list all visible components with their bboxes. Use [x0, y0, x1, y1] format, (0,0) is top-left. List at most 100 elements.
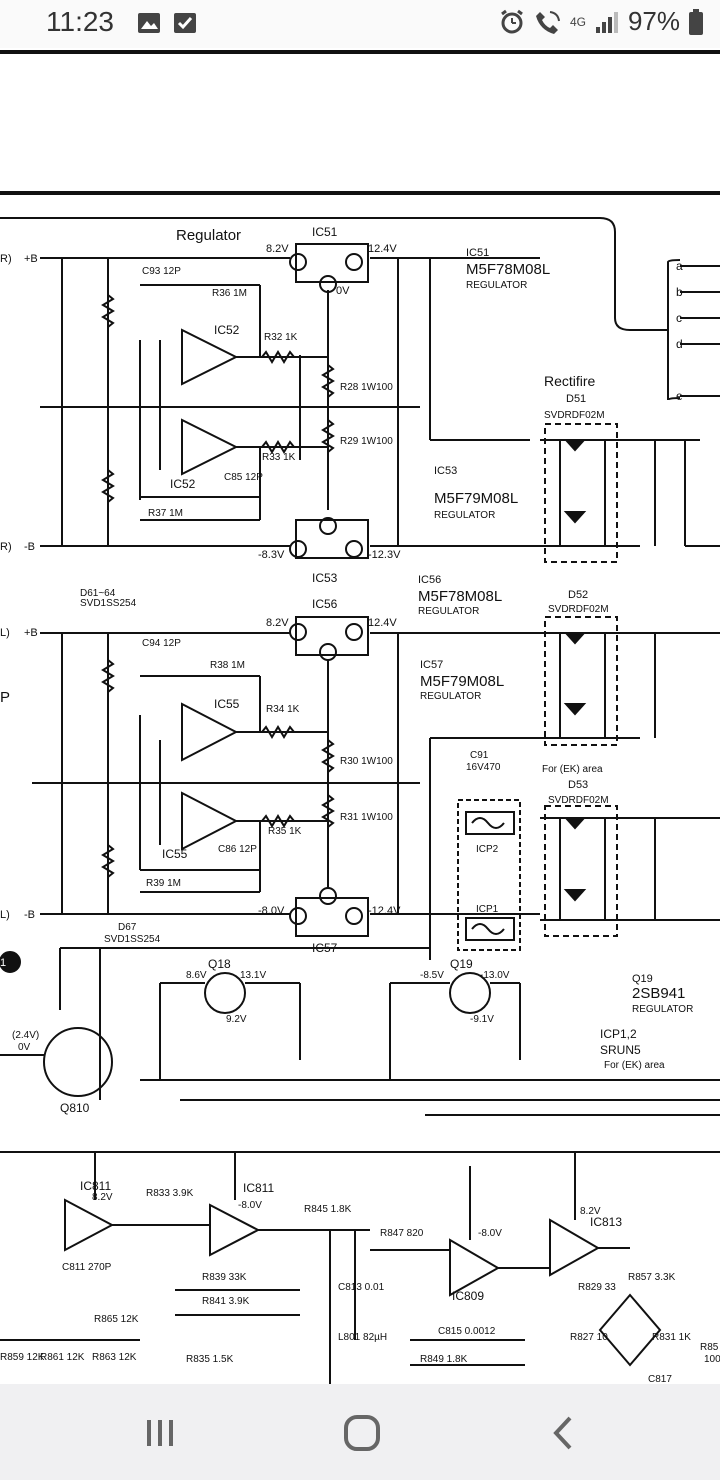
ic51-label: IC51: [312, 225, 338, 239]
ic53-desc-3: REGULATOR: [434, 510, 495, 521]
r845-label: R845 1.8K: [304, 1204, 352, 1215]
r28-label: R28 1W100: [340, 382, 393, 393]
r827-label: R827 10: [570, 1332, 608, 1343]
v-12-4-label: 12.4V: [368, 243, 397, 255]
d67-part: SVD1SS254: [104, 934, 161, 945]
c85-label: C85 12P: [224, 472, 263, 483]
r85x-label: R85: [700, 1342, 719, 1353]
r39-label: R39 1M: [146, 878, 181, 889]
r835-label: R835 1.5K: [186, 1354, 234, 1365]
v-8-2-lower: 8.2V: [266, 617, 289, 629]
v-8-2-bottom: 8.2V: [92, 1192, 113, 1203]
status-time: 11:23: [46, 6, 114, 37]
check-icon: [174, 13, 196, 33]
icp1-label: ICP1: [476, 904, 499, 915]
regulator-title: Regulator: [176, 227, 241, 244]
q18-v: 13.1V: [240, 970, 266, 981]
v-m8-bottom: -8.0V: [238, 1200, 262, 1211]
plus-b-top: +B: [24, 253, 38, 265]
ic57-desc-2: M5F79M08L: [420, 673, 504, 690]
rectifier-title: Rectifire: [544, 373, 596, 389]
d51-part: SVDRDF02M: [544, 410, 605, 421]
back-icon[interactable]: [534, 1408, 594, 1458]
ic53-label: IC53: [312, 571, 338, 585]
c811-label: C811 270P: [62, 1262, 112, 1273]
recent-apps-icon[interactable]: [130, 1408, 190, 1458]
q810-label: Q810: [60, 1101, 90, 1115]
q19-desc-3: REGULATOR: [632, 1004, 693, 1015]
bus-label-b: b: [676, 285, 683, 299]
bus-label-e: e: [676, 389, 683, 403]
c94-label: C94 12P: [142, 638, 181, 649]
v-m123-label: -12.3V: [368, 549, 401, 561]
bus-label-c: c: [676, 311, 682, 325]
icp-desc-1: ICP1,2: [600, 1027, 637, 1041]
schematic-labels: Regulator IC51 8.2V 12.4V 0V IC52 IC52 -…: [0, 225, 720, 1384]
plus-b-mid: +B: [24, 627, 38, 639]
schematic-viewer[interactable]: Regulator IC51 8.2V 12.4V 0V IC52 IC52 -…: [0, 48, 720, 1384]
navigation-bar: [0, 1384, 720, 1480]
r32-label: R32 1K: [264, 332, 298, 343]
r37-label: R37 1M: [148, 508, 183, 519]
r841-label: R841 3.9K: [202, 1296, 250, 1307]
battery-percent: 97%: [627, 6, 680, 36]
d53-part: SVDRDF02M: [548, 795, 609, 806]
c86-label: C86 12P: [218, 844, 257, 855]
d51-label: D51: [566, 393, 586, 405]
q19-desc-2: 2SB941: [632, 985, 685, 1002]
r36-label: R36 1M: [212, 288, 247, 299]
left-r-bottom: R): [0, 541, 12, 553]
ic53-desc-1: IC53: [434, 465, 457, 477]
left-l-bottom: L): [0, 909, 10, 921]
status-right: 4G 97%: [498, 6, 704, 37]
d53-label: D53: [568, 779, 588, 791]
status-bar: 11:23 4G 97%: [0, 0, 720, 48]
d52-label: D52: [568, 589, 588, 601]
v-m124-label: -12.4V: [368, 905, 401, 917]
wifi-call-icon: [535, 10, 560, 34]
ic809-label: IC809: [452, 1289, 484, 1303]
r33-label: R33 1K: [262, 452, 296, 463]
d52-part: SVDRDF02M: [548, 604, 609, 615]
v-0-label: 0V: [336, 285, 350, 297]
l801-label: L801 82µH: [338, 1332, 387, 1343]
r863-label: R863 12K: [92, 1352, 137, 1363]
c93-label: C93 12P: [142, 266, 181, 277]
ek-area-label: For (EK) area: [542, 764, 603, 775]
c91-label: C91: [470, 750, 489, 761]
c815-label: C815 0.0012: [438, 1326, 496, 1337]
ic56-label: IC56: [312, 597, 338, 611]
r839-label: R839 33K: [202, 1272, 247, 1283]
q19-v: -13.0V: [480, 970, 510, 981]
d67-label: D67: [118, 922, 137, 933]
ic57-desc-1: IC57: [420, 659, 443, 671]
minus-b-mid: -B: [24, 909, 35, 921]
ic811-label: IC811: [80, 1179, 111, 1193]
minus-b-top: -B: [24, 541, 35, 553]
network-label: 4G: [569, 14, 586, 29]
v-12-4-lower: 12.4V: [368, 617, 397, 629]
v-8-2-label: 8.2V: [266, 243, 289, 255]
d61-64-label: D61~64: [80, 588, 116, 599]
ic57-desc-3: REGULATOR: [420, 691, 481, 702]
ic55-label: IC55: [214, 697, 240, 711]
p-label: P: [0, 689, 10, 706]
c91-value: 16V470: [466, 762, 501, 773]
battery-icon: [689, 8, 703, 35]
ic51-desc-3: REGULATOR: [466, 280, 527, 291]
r30-label: R30 1W100: [340, 756, 393, 767]
signal-icon: [595, 11, 618, 33]
r865-label: R865 12K: [94, 1314, 139, 1325]
r849-label: R849 1.8K: [420, 1354, 468, 1365]
left-r-top: R): [0, 253, 12, 265]
home-icon[interactable]: [332, 1408, 392, 1458]
icp2-label: ICP2: [476, 844, 499, 855]
r34-label: R34 1K: [266, 704, 300, 715]
r847-label: R847 820: [380, 1228, 424, 1239]
q19-label: Q19: [450, 957, 473, 971]
q18-b: 8.6V: [186, 970, 207, 981]
circuit-schematic: [0, 50, 720, 1384]
r859-label: R859 12K: [0, 1352, 45, 1363]
ic55b-label: IC55: [162, 847, 188, 861]
r29-label: R29 1W100: [340, 436, 393, 447]
